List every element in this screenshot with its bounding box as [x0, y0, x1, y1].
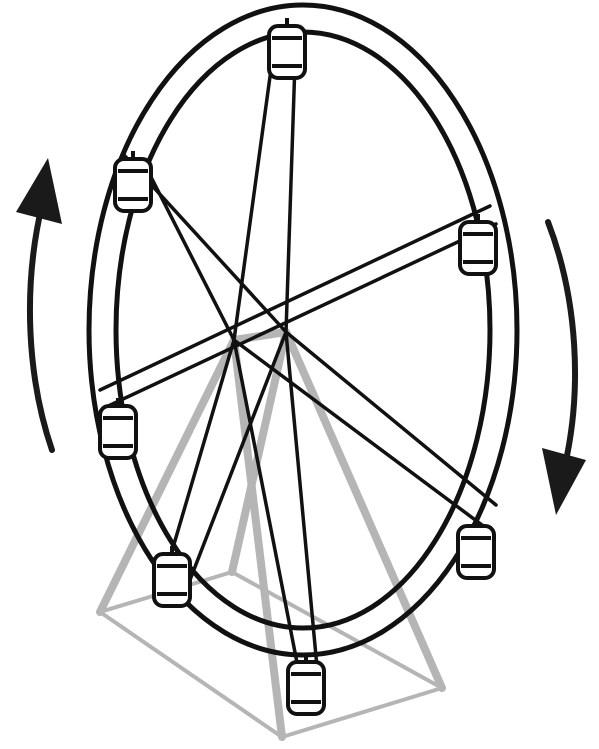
rotation-arrow-left-up: [30, 205, 52, 450]
rotation-arrow-right-down: [548, 222, 575, 465]
spoke: [286, 62, 295, 332]
wheel-rims: [89, 5, 517, 655]
spoke: [104, 224, 496, 408]
gondola: [288, 654, 324, 714]
rotation-arrowhead-left: [16, 158, 62, 224]
outer-rim: [89, 5, 517, 655]
gondola: [100, 398, 136, 458]
gondola: [269, 18, 305, 78]
gondola: [154, 546, 190, 606]
gondola: [458, 518, 494, 578]
spoke: [286, 332, 496, 505]
rotation-arrowhead-right: [542, 448, 586, 515]
inner-rim: [116, 32, 490, 628]
gondola: [115, 151, 151, 211]
support-leg-back-right: [286, 332, 442, 688]
gondola: [460, 214, 496, 274]
